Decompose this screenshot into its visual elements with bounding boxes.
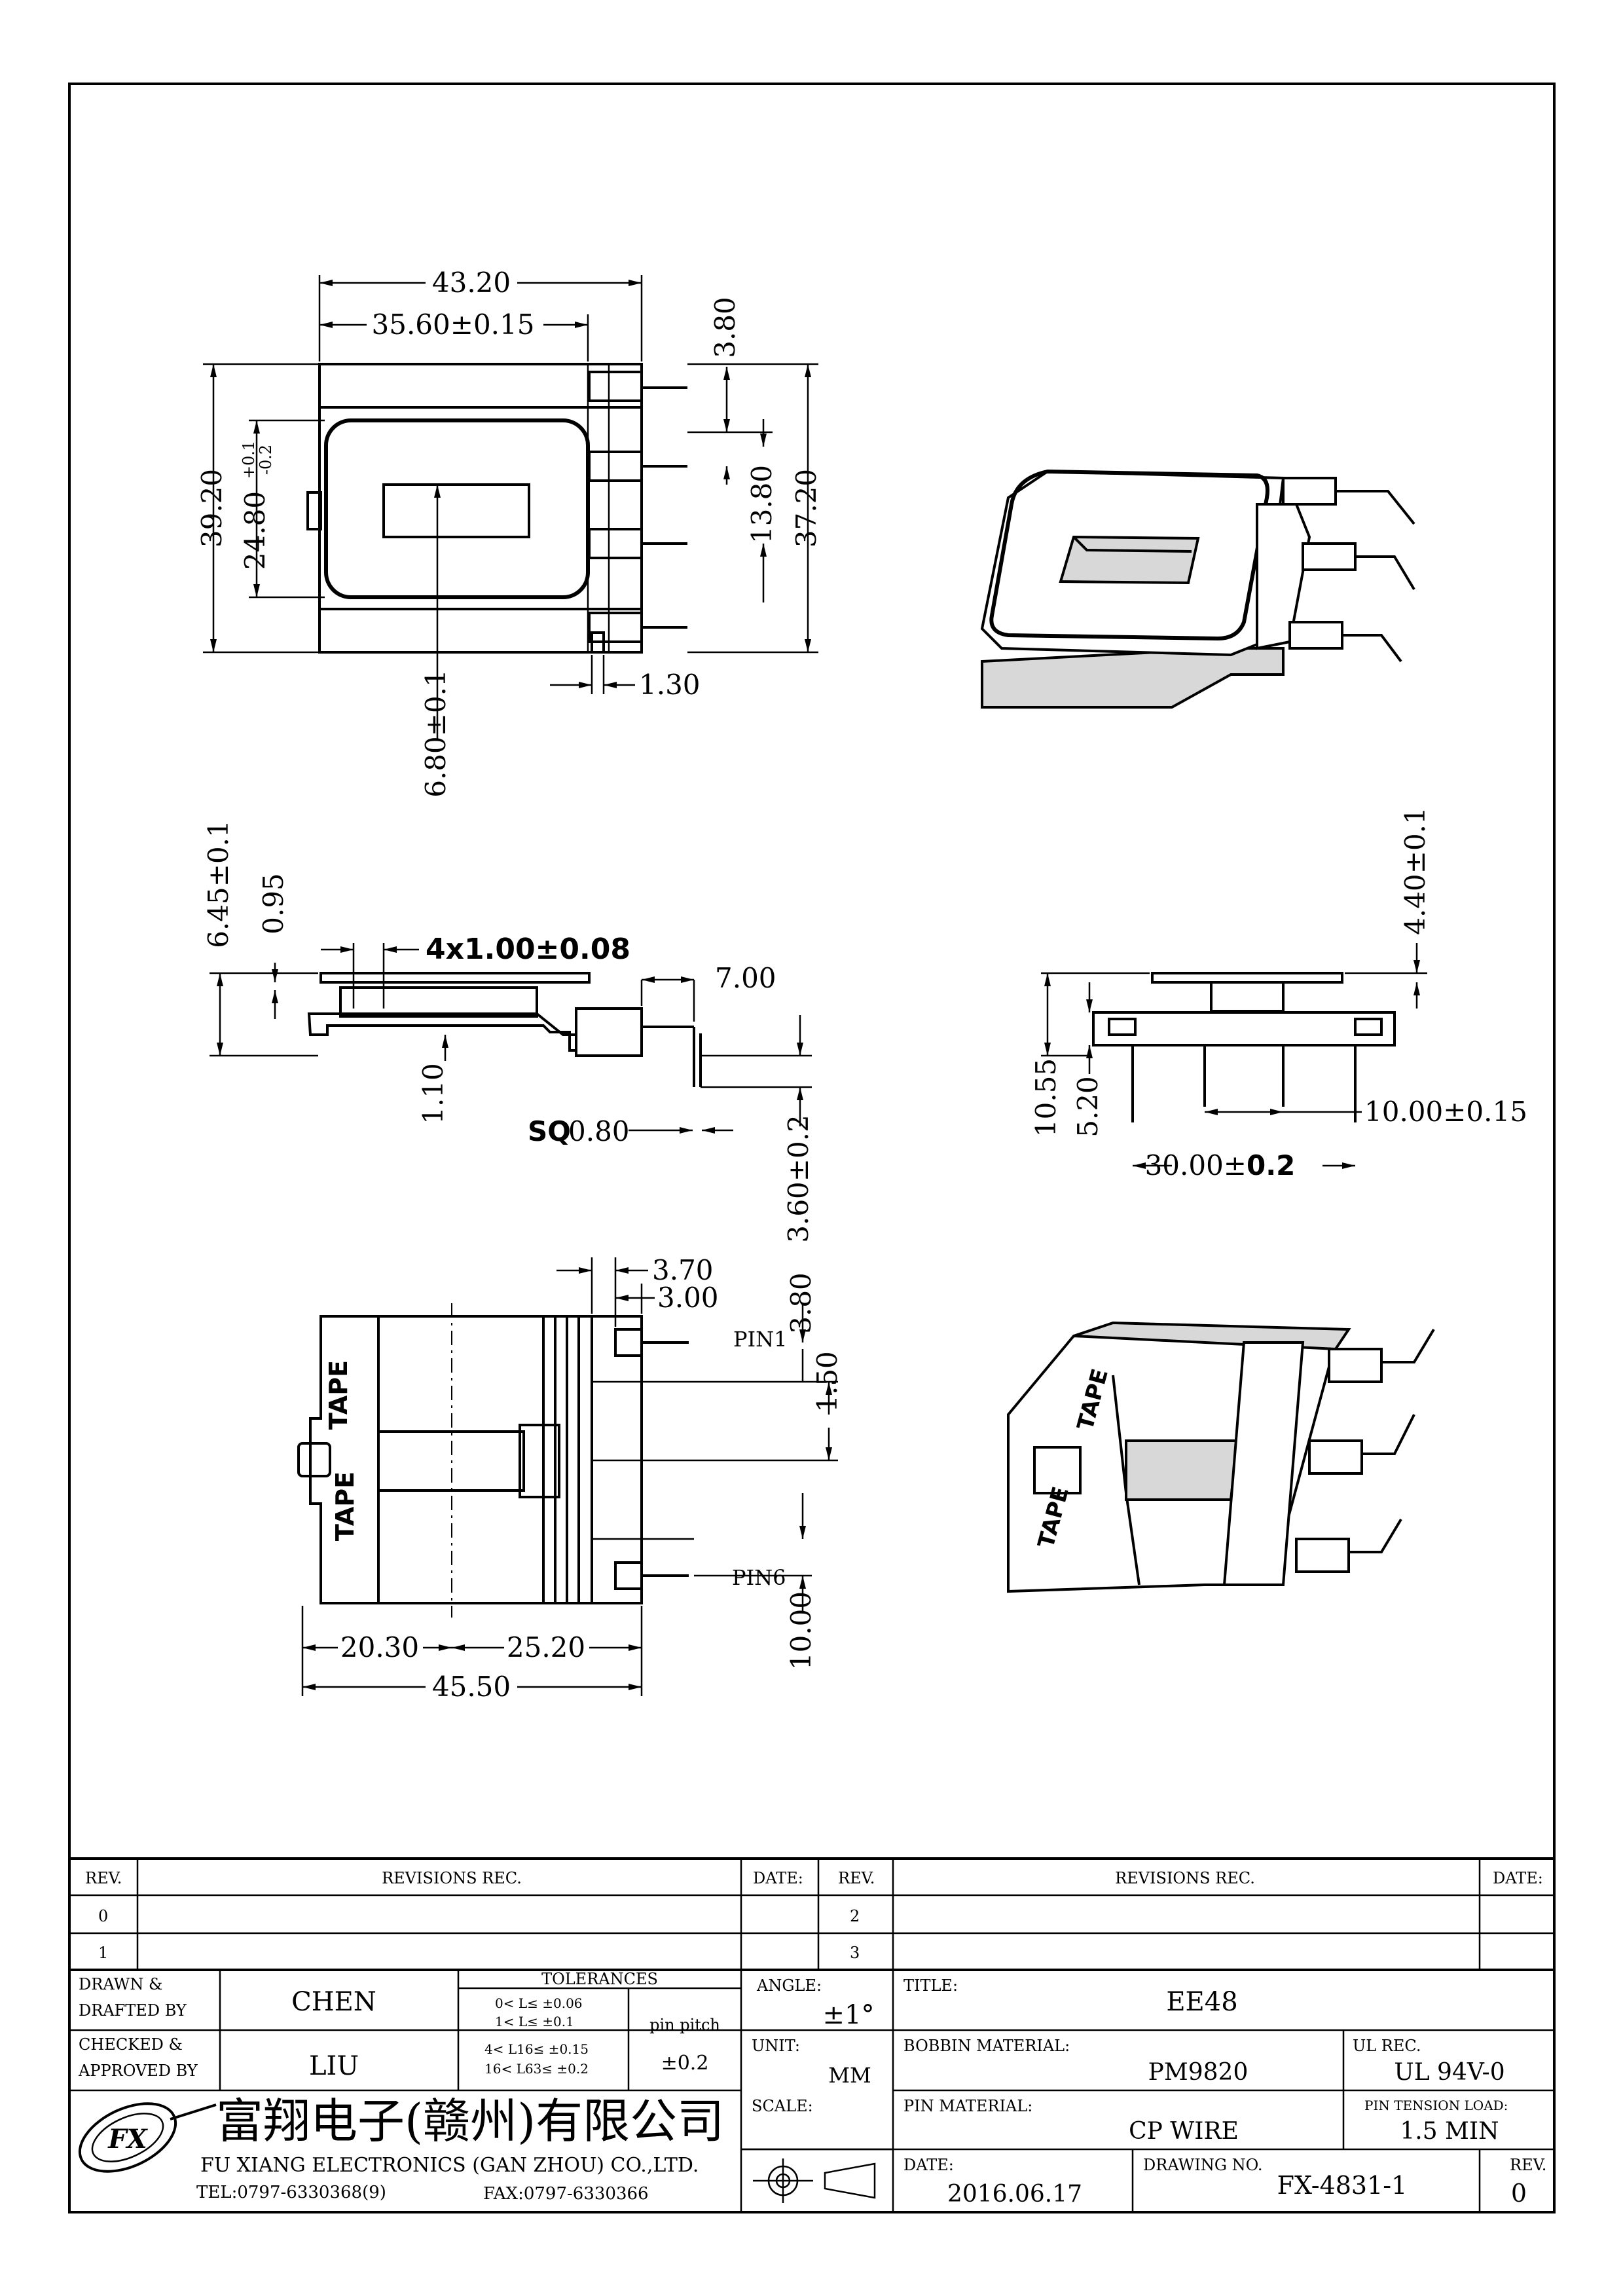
pin1-label: PIN1 [733,1327,788,1352]
dim-top-pin-height: 37.20 [790,469,822,547]
date-header: DATE: [753,1869,803,1887]
dim-side-base: 1.10 [417,1063,449,1124]
drawn-label-1: DRAWN & [79,1975,162,1993]
unit-label: UNIT: [752,2037,800,2055]
dim-top-height-total: 39.20 [196,469,228,547]
dim-bottom-right: 25.20 [507,1631,585,1663]
rev-row-0: 0 [98,1907,108,1925]
isometric-view-top [980,469,1415,709]
revisions-header: REVISIONS REC. [382,1869,522,1887]
title-label: TITLE: [903,1976,958,1995]
pin6-label: PIN6 [732,1565,786,1590]
checked-label-1: CHECKED & [79,2035,183,2054]
date-header-2: DATE: [1493,1869,1543,1887]
pin-tension-label: PIN TENSION LOAD: [1364,2098,1508,2113]
top-view: 43.20 35.60±0.15 39.20 24.80 +0.1 -0.2 3… [196,267,822,798]
dim-bottom-pin-a: 3.70 [652,1254,714,1286]
company-name-en: FU XIANG ELECTRONICS (GAN ZHOU) CO.,LTD. [200,2154,699,2177]
rev-header: REV. [85,1869,122,1887]
dim-side-flange-thk: 0.95 [257,873,289,935]
bottom-view: TAPE TAPE PIN1 PIN6 3.70 3.00 3.80 1.50 … [297,1254,843,1703]
tape-label-right: TAPE [324,1360,353,1430]
dim-top-width-total: 43.20 [432,267,511,299]
revisions-header-2: REVISIONS REC. [1115,1869,1255,1887]
pin-pitch-value: ±0.2 [661,2052,709,2075]
date-label: DATE: [903,2156,954,2174]
rev-row-3: 3 [850,1944,860,1962]
ul-value: UL 94V-0 [1394,2059,1504,2086]
dim-side-sq-value: 0.80 [568,1115,630,1147]
rev-row-2: 2 [850,1907,860,1925]
dim-side-pin-len: 3.60±0.2 [782,1115,814,1243]
company-tel: TEL:0797-6330368(9) [196,2183,386,2202]
date-value: 2016.06.17 [947,2181,1082,2208]
checked-label-2: APPROVED BY [78,2062,198,2080]
isometric-view-bottom: TAPE TAPE [1007,1321,1435,1593]
dim-bottom-pin-edge: 3.80 [785,1272,817,1334]
dim-top-pin-span: 13.80 [746,465,778,544]
tol-line-3: 16< L63≤ ±0.2 [484,2061,589,2077]
tol-line-0: 0< L≤ ±0.06 [495,1995,583,2011]
pin-material-label: PIN MATERIAL: [903,2097,1032,2115]
dim-bottom-pin-span: 10.00 [785,1591,817,1670]
drawing-no-value: FX-4831-1 [1277,2171,1408,2200]
rev-row-1: 1 [98,1944,108,1962]
ul-label: UL REC. [1353,2037,1421,2055]
svg-text:FX: FX [107,2124,148,2155]
dim-side-flange-height: 6.45±0.1 [202,820,234,948]
dim-side-slots: 4x1.00±0.08 [426,933,630,966]
dim-front-height-b: 5.20 [1072,1076,1104,1138]
rev-label: REV. [1510,2156,1546,2174]
dim-top-height-inner: 24.80 [239,491,271,570]
drawing-no-label: DRAWING NO. [1143,2156,1263,2174]
side-view: 4x1.00±0.08 6.45±0.1 0.95 1.10 7.00 SQ 0… [202,820,814,1243]
tape-label-left: TAPE [331,1472,359,1541]
pin-pitch-label: pin pitch [649,2016,720,2034]
rev-value: 0 [1511,2179,1527,2208]
dim-front-width-base: 30.00± [1145,1149,1247,1181]
pin-material-value: CP WIRE [1129,2118,1239,2145]
dim-top-width-inner: 35.60±0.15 [372,308,535,341]
dim-front-height-total: 4.40±0.1 [1399,807,1431,935]
projection-symbol [753,2158,876,2203]
checked-value: LIU [309,2051,359,2081]
front-view: 10.55 5.20 4.40±0.1 10.00±0.15 30.00± 0.… [1030,807,1527,1181]
scale-label: SCALE: [752,2097,813,2115]
dim-front-height-a: 10.55 [1030,1058,1062,1137]
dim-side-pin-bend: 7.00 [715,962,776,994]
title-value: EE48 [1166,1987,1237,2017]
dim-top-pin-edge: 3.80 [709,297,741,358]
company-logo: FX [78,2102,217,2173]
pin-tension-value: 1.5 MIN [1400,2118,1499,2145]
company-fax: FAX:0797-6330366 [483,2184,649,2204]
bobbin-label: BOBBIN MATERIAL: [903,2037,1070,2055]
dim-front-pitch: 10.00±0.15 [1364,1096,1527,1128]
dim-top-slot: 1.30 [639,669,701,701]
unit-value: MM [828,2063,871,2088]
dim-front-width-tol: 0.2 [1247,1149,1295,1181]
dim-bottom-pin-b: 3.00 [657,1282,719,1314]
tol-line-2: 4< L16≤ ±0.15 [484,2041,589,2057]
dim-bottom-total: 45.50 [432,1671,511,1703]
drawn-label-2: DRAFTED BY [79,2001,187,2020]
bobbin-value: PM9820 [1148,2059,1249,2086]
dim-bottom-pin-pitch: 1.50 [811,1351,843,1413]
dim-top-height-inner-tol-plus: +0.1 [240,441,258,479]
dim-bottom-left: 20.30 [340,1631,419,1663]
dim-side-sq-prefix: SQ [528,1115,571,1147]
dim-top-window: 6.80±0.1 [420,669,452,798]
sheet-border [68,83,1556,2213]
company-name-cn: 富翔电子(赣州)有限公司 [216,2094,724,2149]
rev-header-2: REV. [838,1869,875,1887]
title-block: REV. REVISIONS REC. DATE: REV. REVISIONS… [69,1857,1554,2212]
angle-label: ANGLE: [756,1976,822,1995]
tol-line-1: 1< L≤ ±0.1 [495,2014,574,2029]
angle-value: ±1° [823,2000,875,2030]
tolerances-label: TOLERANCES [541,1970,658,1988]
dim-top-height-inner-tol-minus: -0.2 [257,445,275,475]
drawn-value: CHEN [291,1987,376,2017]
